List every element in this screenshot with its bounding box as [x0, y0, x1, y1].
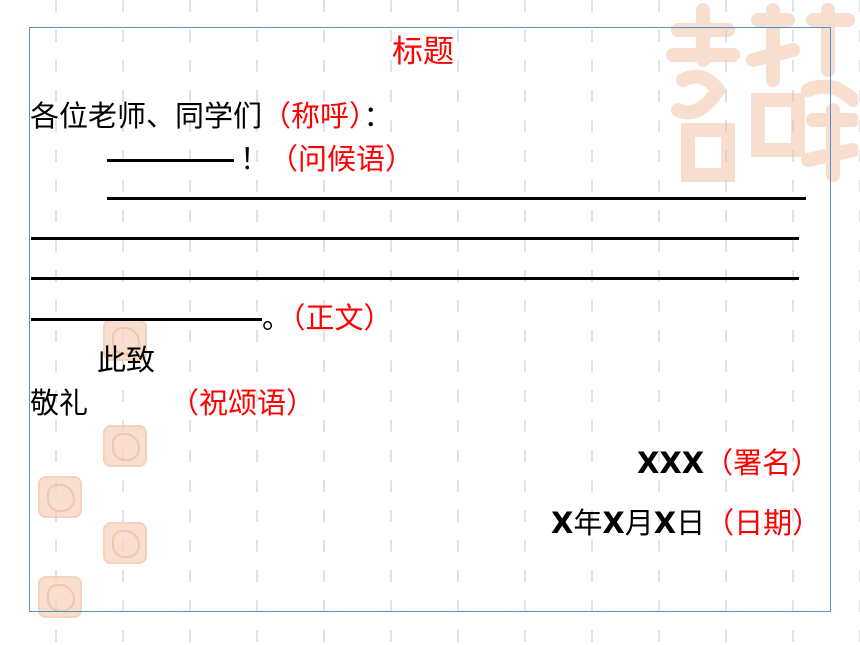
salutation-text: 各位老师、同学们 [30, 99, 263, 133]
body-blank-line [31, 318, 262, 321]
body-blank-line [107, 197, 806, 200]
signature-annotation: （署名） [704, 446, 821, 480]
date-year-value: X [551, 506, 574, 540]
greeting-blank [107, 159, 234, 162]
body-blank-line [31, 277, 799, 280]
date-year-label: 年 [573, 506, 603, 540]
seal-watermark-small [103, 319, 147, 361]
signature-line: XXX（署名） [637, 449, 820, 478]
seal-watermark-small [103, 522, 147, 564]
letter-title: 标题 [392, 34, 454, 70]
closing-line-1: 此致 [97, 343, 156, 377]
date-annotation: （日期） [705, 506, 822, 540]
seal-watermark-small [38, 476, 82, 518]
date-month-label: 月 [624, 506, 654, 540]
body-blank-line [31, 237, 799, 240]
salutation-annotation: （称呼） [262, 99, 364, 133]
salutation-line: 各位老师、同学们（称呼）： [30, 102, 393, 131]
date-day-label: 日 [676, 506, 706, 540]
date-day-value: X [653, 506, 677, 540]
closing-line-2: 敬礼 [30, 386, 89, 420]
body-annotation: （正文） [291, 301, 393, 335]
greeting-line: ！（问候语） [240, 145, 414, 174]
signature-name: XXX [637, 446, 705, 480]
date-line: X年X月X日（日期） [551, 509, 821, 538]
date-month-value: X [602, 506, 625, 540]
body-end-line: 。（正文） [262, 304, 393, 333]
body-end-mark: 。 [262, 301, 292, 335]
greeting-annotation: （问候语） [269, 142, 415, 176]
salutation-colon: ： [363, 99, 393, 133]
closing-annotation: （祝颂语） [170, 386, 316, 420]
greeting-mark: ！ [240, 142, 270, 176]
letter-frame [29, 27, 831, 612]
seal-watermark-small [103, 425, 147, 467]
